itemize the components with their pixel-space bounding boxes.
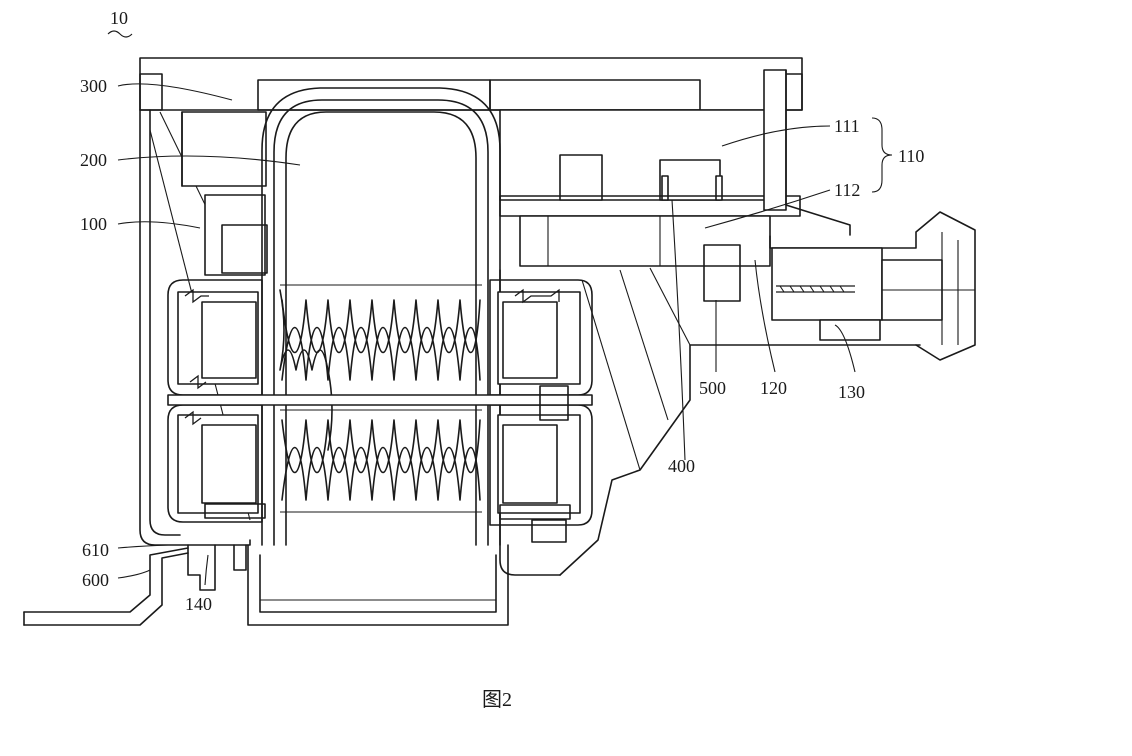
bellows-lower	[280, 409, 482, 513]
top-cover-300	[139, 57, 803, 111]
coil-right-upper	[489, 279, 593, 396]
label-300: 300	[80, 76, 107, 96]
label-111: 111	[834, 116, 860, 136]
label-500: 500	[699, 378, 726, 398]
label-100: 100	[80, 214, 107, 234]
coil-left-upper	[167, 279, 263, 396]
brace-110	[871, 117, 893, 193]
label-400: 400	[668, 456, 695, 476]
label-112: 112	[834, 180, 860, 200]
spring-small	[539, 385, 569, 421]
label-200: 200	[80, 150, 107, 170]
label-610: 610	[82, 540, 109, 560]
label-110: 110	[898, 146, 924, 166]
bottom-outlet	[247, 544, 509, 626]
housing-body-100	[139, 109, 921, 576]
divider-plate	[167, 394, 593, 406]
label-140: 140	[185, 594, 212, 614]
bellows-upper	[279, 284, 482, 451]
spring-bottom	[531, 519, 567, 543]
plug-130	[769, 211, 976, 361]
label-130: 130	[838, 382, 865, 402]
leader-lines	[117, 83, 856, 586]
coil-left-lower	[167, 404, 266, 523]
label-120: 120	[760, 378, 787, 398]
connector-110	[499, 69, 851, 267]
figure-caption: 图2	[482, 689, 512, 711]
label-assembly-10: 10	[110, 8, 128, 28]
tilde-under-10	[107, 30, 133, 38]
label-600: 600	[82, 570, 109, 590]
coil-right-lower	[489, 404, 593, 526]
inner-tube-200	[261, 87, 501, 546]
seal-500	[703, 244, 741, 302]
bracket-600	[23, 544, 247, 626]
